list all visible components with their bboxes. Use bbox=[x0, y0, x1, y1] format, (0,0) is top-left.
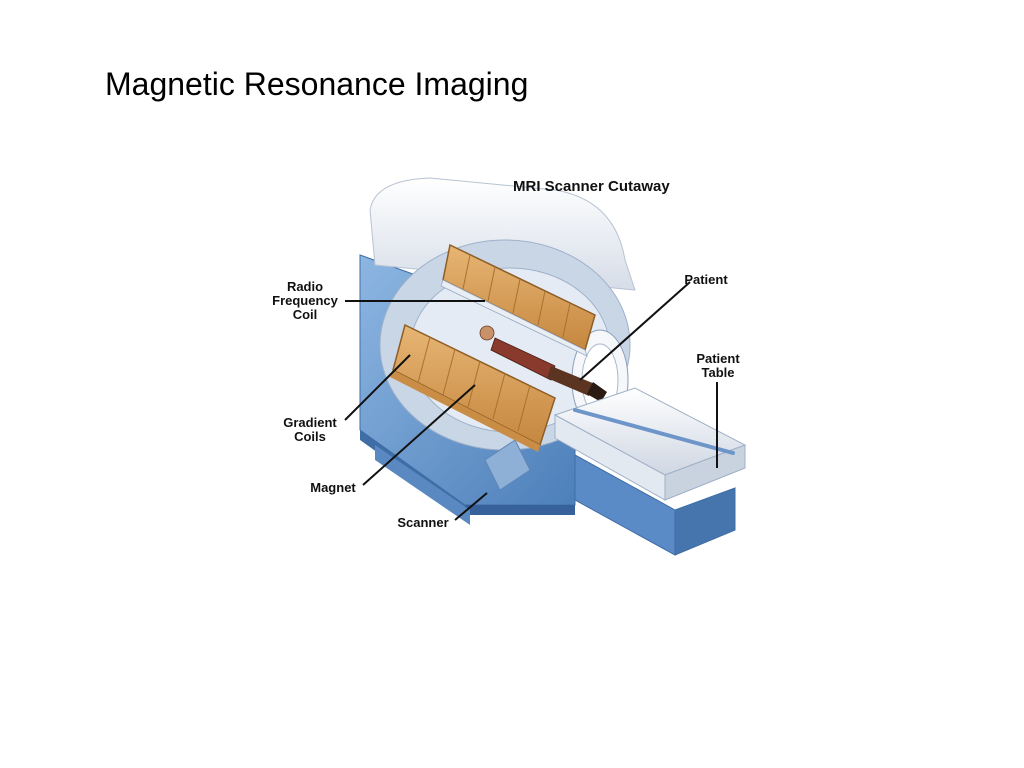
label-radio-frequency-coil-line-2: Frequency bbox=[272, 293, 338, 308]
leader-lines bbox=[344, 281, 718, 521]
label-patient-table-line-2: Table bbox=[701, 365, 735, 380]
label-gradient-coils-line-1: Gradient bbox=[283, 415, 337, 430]
label-radio-frequency-coil-line-3: Coil bbox=[292, 307, 318, 322]
diagram-heading: MRI Scanner Cutaway bbox=[513, 178, 670, 195]
mri-scanner-illustration bbox=[344, 177, 747, 556]
label-scanner: Scanner bbox=[397, 515, 449, 530]
mri-diagram: MRI Scanner Cutaway Radio Frequency Coil… bbox=[255, 170, 765, 560]
label-gradient-coils: Gradient Coils bbox=[274, 416, 346, 444]
label-patient: Patient bbox=[684, 272, 728, 287]
patient-table bbox=[553, 387, 747, 556]
label-patient-table: Patient Table bbox=[687, 352, 749, 380]
label-radio-frequency-coil: Radio Frequency Coil bbox=[262, 280, 348, 322]
label-radio-frequency-coil-line-1: Radio bbox=[286, 279, 324, 294]
radio-frequency-coil bbox=[440, 243, 596, 357]
slide-title: Magnetic Resonance Imaging bbox=[105, 66, 529, 102]
patient-figure bbox=[479, 325, 607, 402]
label-gradient-coils-line-2: Coils bbox=[294, 429, 326, 444]
label-magnet: Magnet bbox=[310, 480, 356, 495]
label-patient-table-line-1: Patient bbox=[696, 351, 740, 366]
